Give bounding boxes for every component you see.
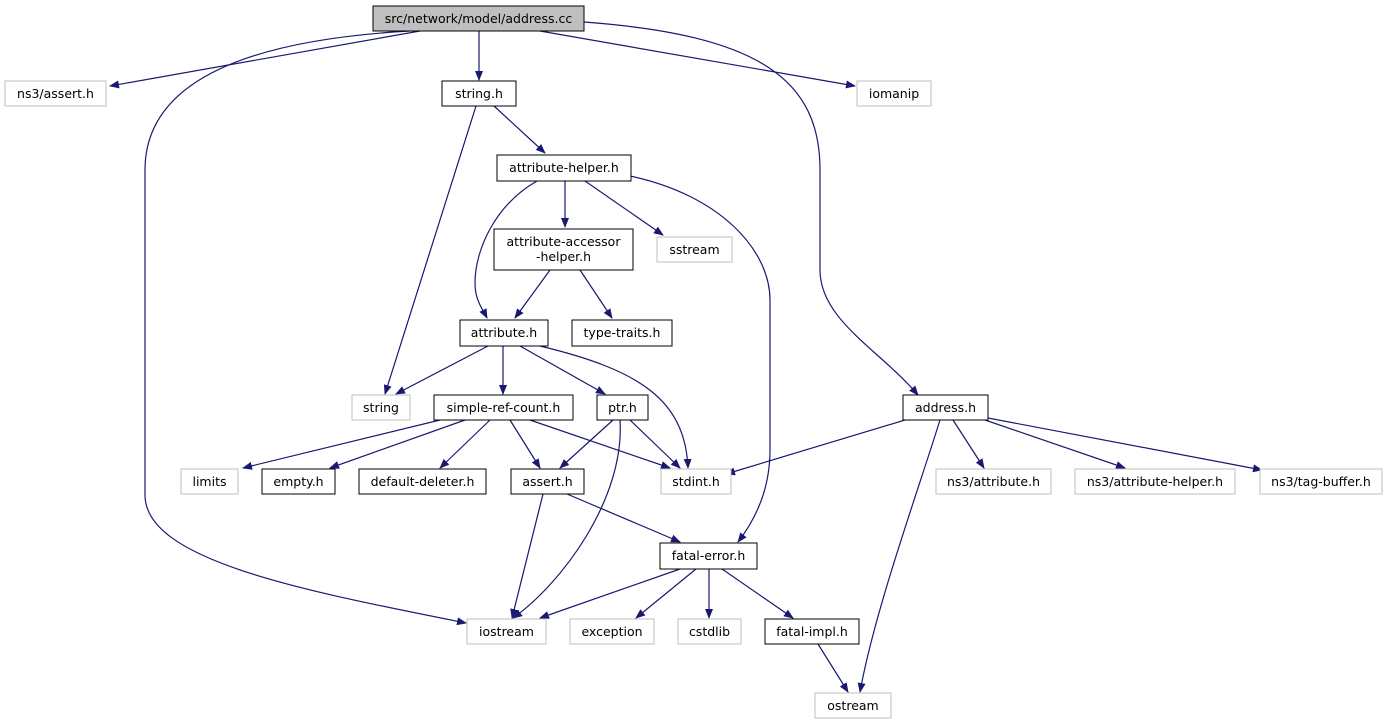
node-label: ptr.h (608, 400, 637, 415)
node-label: exception (581, 624, 642, 639)
node-simple-ref-count-h[interactable]: simple-ref-count.h (433, 394, 574, 421)
node-ns3-attribute-helper-h[interactable]: ns3/attribute-helper.h (1074, 468, 1236, 495)
node-label: ns3/attribute-helper.h (1087, 474, 1223, 489)
edge-address-cc-to-iomanip (539, 30, 856, 89)
node-label-line1: attribute-accessor (507, 234, 622, 249)
node-string[interactable]: string (351, 394, 411, 421)
node-ptr-h[interactable]: ptr.h (596, 394, 649, 421)
node-label-line2: -helper.h (536, 249, 591, 264)
node-ns3-assert-h[interactable]: ns3/assert.h (4, 80, 107, 107)
edge-address-h-to-ostream (857, 419, 941, 693)
edge-address-h-to-stdint-h (725, 419, 906, 476)
edge-simple-ref-count-h-to-empty-h (329, 419, 466, 469)
edge-fatal-error-h-to-iostream (539, 568, 681, 619)
node-stdint-h[interactable]: stdint.h (660, 468, 732, 495)
node-label: attribute-helper.h (509, 160, 619, 175)
node-label: ostream (827, 698, 878, 713)
node-label: ns3/tag-buffer.h (1271, 474, 1371, 489)
node-label: simple-ref-count.h (447, 400, 561, 415)
node-label: fatal-impl.h (776, 624, 848, 639)
edge-ptr-h-to-iostream (512, 419, 621, 619)
edge-simple-ref-count-h-to-default-deleter-h (439, 419, 491, 469)
edge-attribute-h-to-ptr-h (519, 345, 606, 395)
node-iostream[interactable]: iostream (466, 618, 547, 645)
node-label: iostream (479, 624, 534, 639)
edge-ptr-h-to-assert-h (559, 419, 614, 469)
edge-address-cc-to-ns3-assert-h (109, 30, 421, 89)
edge-address-h-to-ns3-attribute-h (952, 419, 985, 469)
node-empty-h[interactable]: empty.h (261, 468, 336, 495)
edge-fatal-error-h-to-fatal-impl-h (721, 568, 794, 619)
node-label: cstdlib (689, 624, 730, 639)
node-label: type-traits.h (584, 325, 661, 340)
node-exception[interactable]: exception (569, 618, 655, 645)
node-label: limits (192, 474, 226, 489)
edge-address-cc-to-iostream (144, 30, 467, 626)
edges (109, 21, 1263, 693)
edge-address-h-to-ns3-attribute-helper-h (984, 419, 1126, 469)
edge-assert-h-to-fatal-error-h (566, 493, 681, 543)
edge-attribute-accessor-helper-h-to-type-traits-h (579, 269, 613, 319)
nodes: src/network/model/address.cc ns3/assert.… (4, 5, 1383, 719)
node-ns3-attribute-h[interactable]: ns3/attribute.h (935, 468, 1052, 495)
node-address-cc[interactable]: src/network/model/address.cc (372, 5, 585, 32)
node-label: string (363, 400, 399, 415)
node-fatal-error-h[interactable]: fatal-error.h (659, 542, 758, 570)
node-ostream[interactable]: ostream (814, 692, 892, 719)
node-label: stdint.h (672, 474, 720, 489)
edge-string-h-to-attribute-helper-h (493, 105, 546, 154)
edge-attribute-h-to-stdint-h (539, 345, 692, 469)
node-address-h[interactable]: address.h (902, 394, 989, 421)
edge-attribute-helper-h-to-attribute-h (474, 180, 538, 319)
edge-simple-ref-count-h-to-limits (242, 419, 441, 470)
node-label: assert.h (522, 474, 572, 489)
edge-string-h-to-string (383, 105, 477, 395)
edge-fatal-impl-h-to-ostream (817, 643, 849, 693)
node-limits[interactable]: limits (180, 468, 239, 495)
edge-ptr-h-to-stdint-h (629, 419, 681, 469)
node-label: src/network/model/address.cc (385, 11, 573, 26)
node-label: default-deleter.h (371, 474, 475, 489)
node-label: iomanip (869, 86, 919, 101)
edge-attribute-accessor-helper-h-to-attribute-h (514, 269, 551, 319)
node-sstream[interactable]: sstream (656, 236, 733, 263)
node-assert-h[interactable]: assert.h (510, 468, 585, 495)
node-attribute-h[interactable]: attribute.h (459, 319, 549, 347)
node-string-h[interactable]: string.h (441, 80, 517, 107)
node-label: attribute.h (471, 325, 537, 340)
node-default-deleter-h[interactable]: default-deleter.h (358, 468, 487, 495)
node-label: string.h (455, 86, 503, 101)
node-attribute-accessor-helper-h[interactable]: attribute-accessor -helper.h (493, 228, 634, 271)
node-label: sstream (669, 242, 719, 257)
node-attribute-helper-h[interactable]: attribute-helper.h (496, 154, 632, 182)
node-ns3-tag-buffer-h[interactable]: ns3/tag-buffer.h (1259, 468, 1383, 495)
node-label: ns3/attribute.h (947, 474, 1040, 489)
edge-attribute-helper-h-to-fatal-error-h (629, 175, 771, 543)
edge-assert-h-to-iostream (510, 493, 544, 619)
edge-address-cc-to-address-h (583, 21, 919, 396)
node-label: fatal-error.h (672, 548, 746, 563)
node-type-traits-h[interactable]: type-traits.h (571, 319, 673, 347)
edge-attribute-h-to-string (395, 345, 489, 395)
node-iomanip[interactable]: iomanip (856, 80, 932, 107)
edge-address-h-to-ns3-tag-buffer-h (987, 417, 1263, 473)
edge-attribute-helper-h-to-sstream (584, 180, 664, 236)
edge-simple-ref-count-h-to-assert-h (509, 419, 541, 469)
node-label: empty.h (273, 474, 323, 489)
edge-fatal-error-h-to-exception (635, 568, 697, 619)
node-label: address.h (915, 400, 976, 415)
node-cstdlib[interactable]: cstdlib (677, 618, 742, 645)
edge-simple-ref-count-h-to-stdint-h (529, 419, 671, 469)
node-label: ns3/assert.h (17, 86, 94, 101)
node-fatal-impl-h[interactable]: fatal-impl.h (764, 618, 860, 645)
